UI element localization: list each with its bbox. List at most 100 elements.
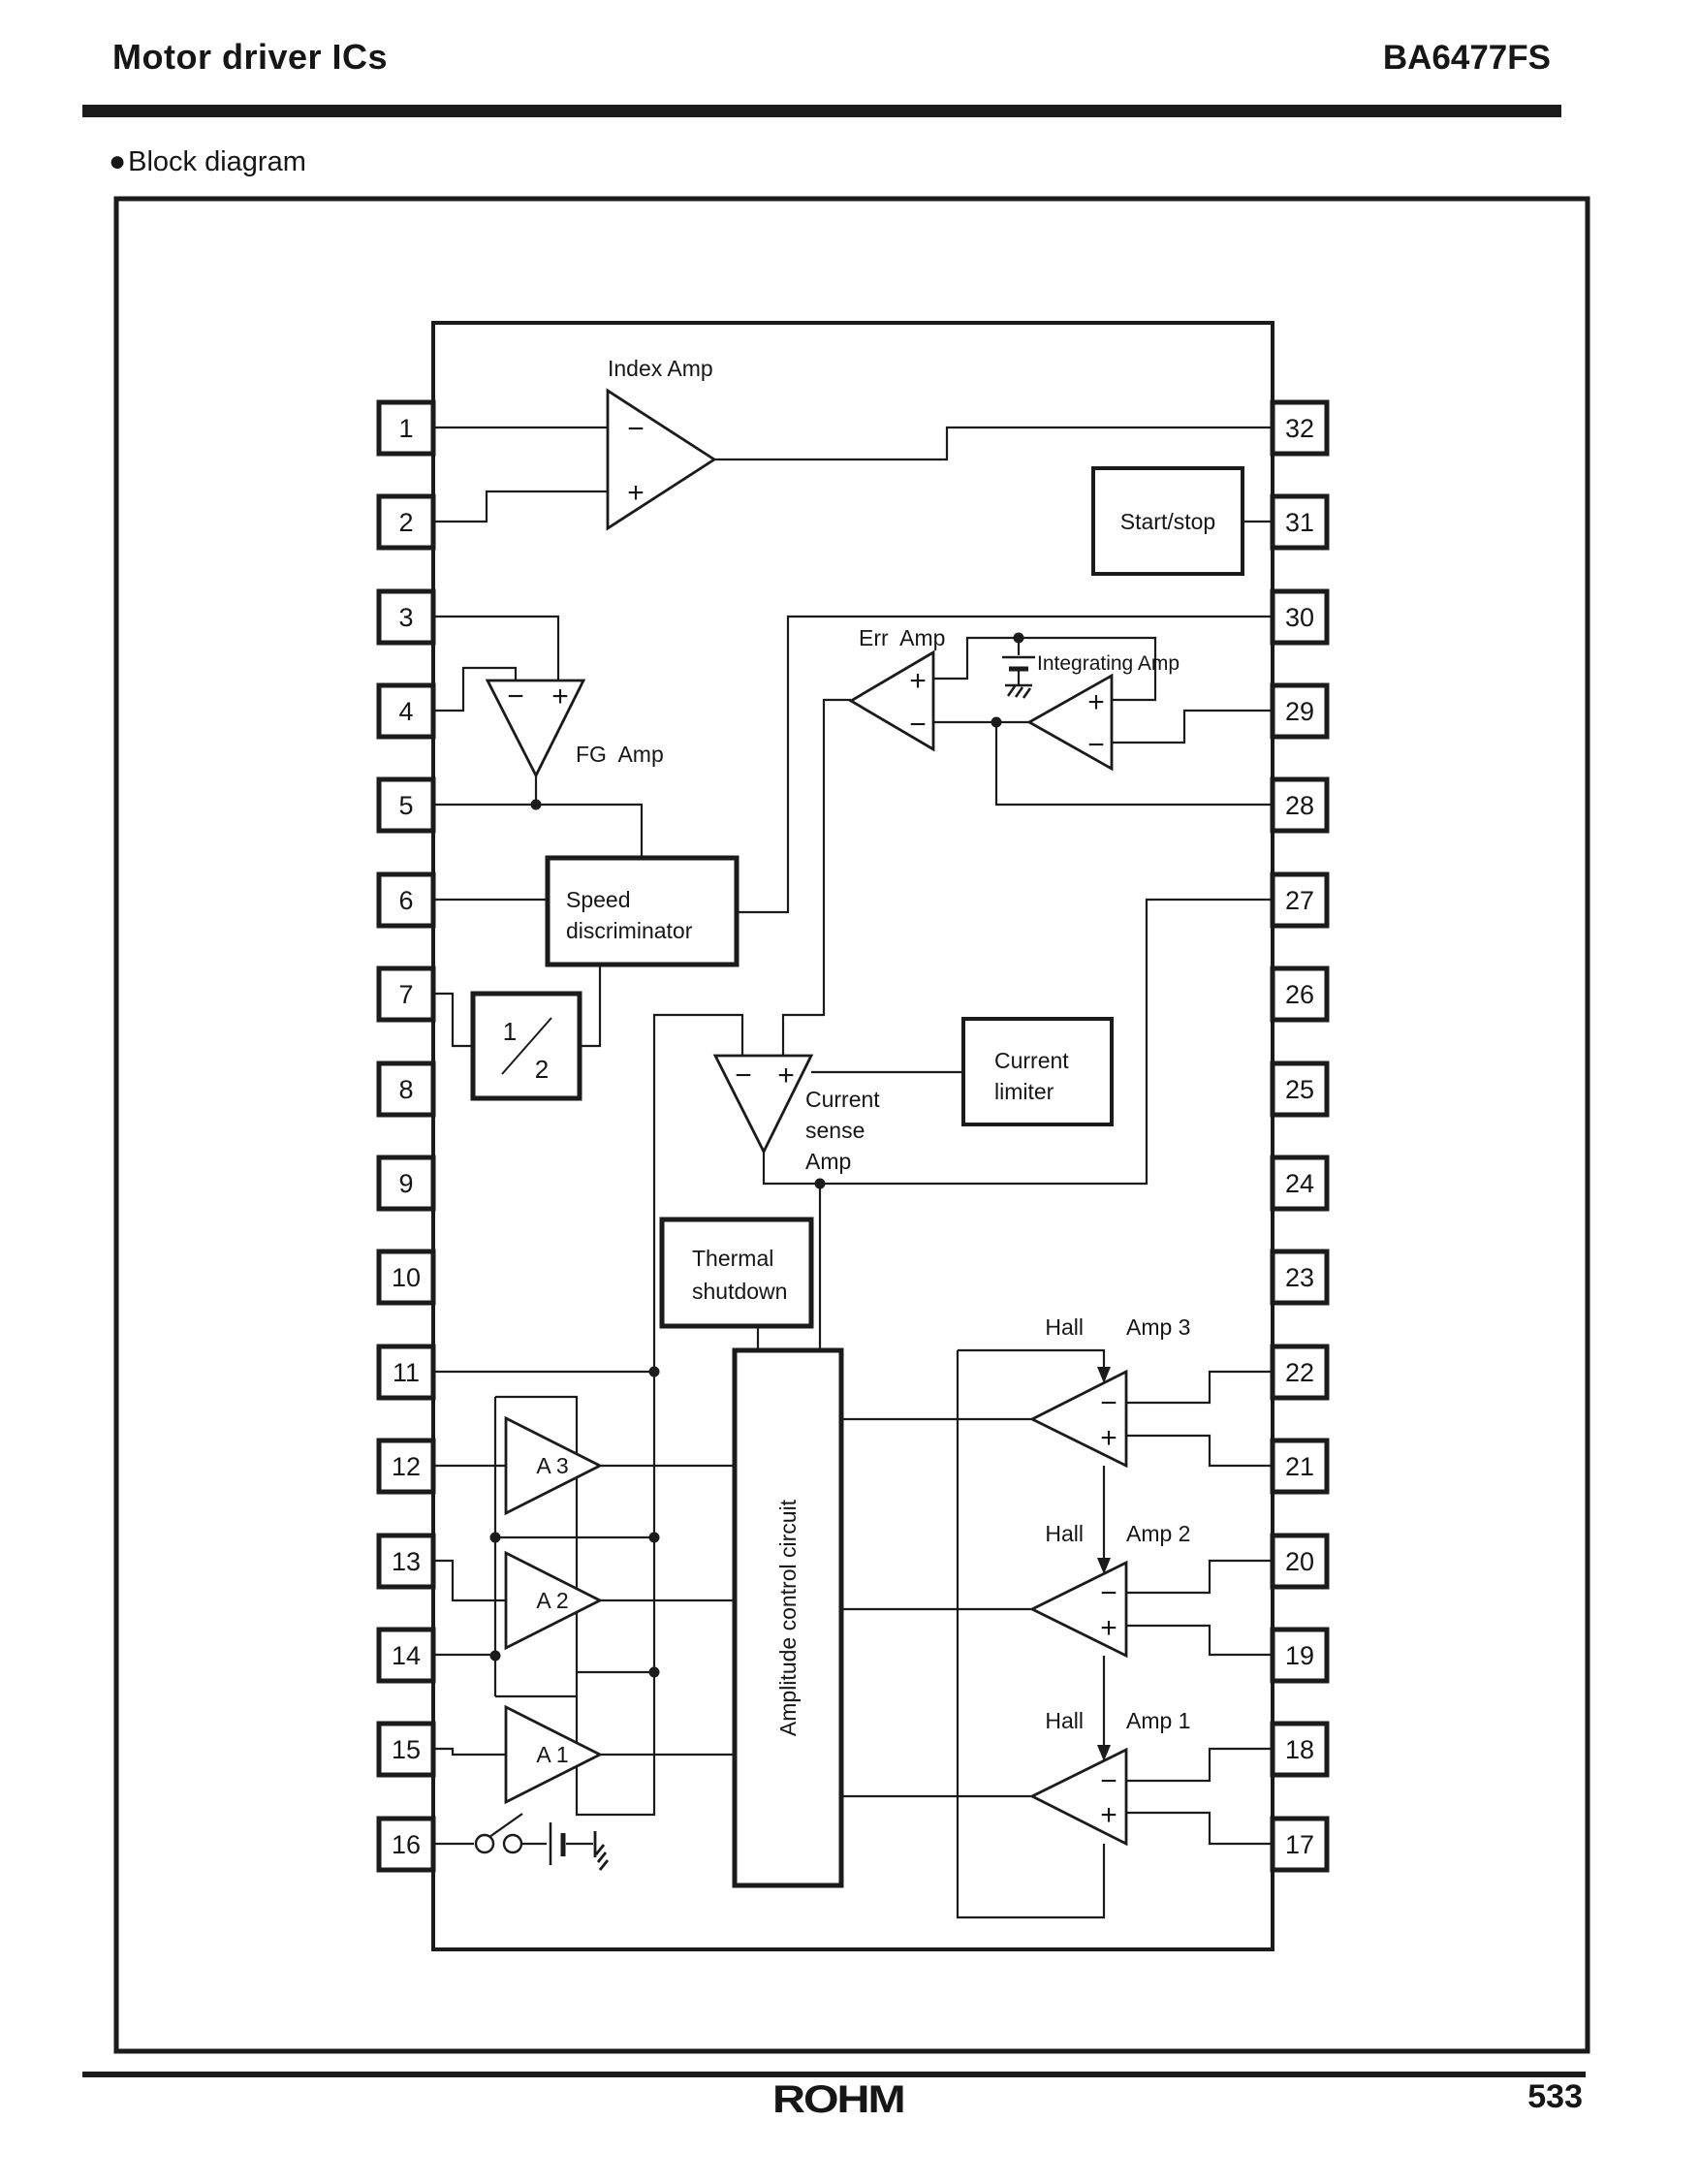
amp-labels: Index Amp FG Amp Err Amp Integrating Amp…	[536, 356, 1190, 1767]
wire	[1126, 1624, 1273, 1657]
index-amp-label: Index Amp	[608, 356, 713, 381]
wire	[1126, 1434, 1273, 1468]
svg-text:15: 15	[392, 1735, 421, 1764]
svg-text:10: 10	[392, 1263, 421, 1292]
svg-text:1: 1	[398, 414, 413, 443]
pin-box-23: 23	[1270, 1249, 1330, 1306]
pin-box-25: 25	[1270, 1060, 1330, 1118]
wires	[433, 426, 1273, 1919]
junction-dot	[648, 1366, 660, 1377]
plus-sign: +	[551, 681, 569, 712]
pin-box-17: 17	[1270, 1816, 1330, 1873]
integrating-amp-triangle	[1026, 673, 1114, 772]
svg-text:32: 32	[1285, 414, 1314, 443]
amplifiers	[485, 388, 1128, 1847]
minus-sign: −	[735, 1060, 752, 1092]
function-blocks: Start/stop Speed discriminator 1 2 Curre…	[470, 466, 1244, 1888]
pin-box-4: 4	[376, 682, 436, 740]
pins-left: 1 2 3 4 5 6 7 8 9 10 11 12 13 14 15 16	[376, 399, 436, 1873]
pin-box-8: 8	[376, 1060, 436, 1118]
pin-box-6: 6	[376, 871, 436, 929]
half-divider-denominator: 2	[535, 1055, 549, 1084]
thermal-shutdown-label: shutdown	[692, 1279, 787, 1304]
pin-box-28: 28	[1270, 776, 1330, 834]
minus-sign: −	[1100, 1577, 1117, 1609]
wire	[958, 1348, 1106, 1369]
wire	[433, 666, 518, 712]
start-stop-block	[1091, 466, 1244, 576]
part-number: BA6477FS	[1382, 39, 1551, 77]
divider-slash-icon	[501, 1017, 552, 1075]
plus-sign: +	[777, 1060, 795, 1092]
pin-box-15: 15	[376, 1721, 436, 1778]
current-sense-label: sense	[805, 1118, 865, 1143]
rohm-logo: ROHM	[772, 2076, 906, 2121]
page-title: Motor driver ICs	[112, 37, 389, 77]
svg-text:9: 9	[398, 1169, 413, 1198]
wire	[714, 426, 1273, 461]
hall-amp1-label: Amp 1	[1126, 1708, 1190, 1733]
integrating-amp-label: Integrating Amp	[1037, 652, 1180, 675]
pin-box-32: 32	[1270, 399, 1330, 457]
pin-box-29: 29	[1270, 682, 1330, 740]
svg-text:28: 28	[1285, 791, 1314, 820]
section-heading: ●Block diagram	[109, 145, 306, 178]
pin-box-24: 24	[1270, 1155, 1330, 1212]
pin-box-7: 7	[376, 965, 436, 1023]
wire	[433, 490, 608, 523]
pin-box-12: 12	[376, 1438, 436, 1495]
hall-amp3-label: Amp 3	[1126, 1314, 1190, 1340]
a3-amp-triangle	[504, 1415, 604, 1516]
junction-dot	[1013, 632, 1024, 644]
wire	[994, 722, 1273, 807]
current-limiter-label: Current	[994, 1048, 1069, 1073]
plus-sign: +	[909, 665, 927, 697]
a1-amp-label: A 1	[536, 1742, 568, 1767]
svg-text:17: 17	[1285, 1830, 1314, 1859]
hall-amp1-label: Hall	[1045, 1708, 1084, 1733]
plus-sign: +	[1100, 1422, 1117, 1454]
amp-input-signs: − + − + + − + − − + − + − + − +	[507, 413, 1117, 1831]
a1-amp-triangle	[504, 1704, 604, 1805]
wire	[1126, 1747, 1273, 1783]
hall-amp2-label: Amp 2	[1126, 1521, 1190, 1546]
wire	[495, 1395, 579, 1454]
svg-text:2: 2	[398, 508, 413, 537]
pin-box-31: 31	[1270, 493, 1330, 551]
wire	[433, 1559, 506, 1602]
svg-text:25: 25	[1285, 1075, 1314, 1104]
pin-box-3: 3	[376, 588, 436, 646]
pin-box-13: 13	[376, 1533, 436, 1590]
junction-dot	[814, 1178, 826, 1189]
ic-outline	[431, 321, 1274, 1951]
minus-sign: −	[1100, 1387, 1117, 1419]
switch-contact-icon	[474, 1833, 495, 1854]
a2-amp-label: A 2	[536, 1588, 568, 1613]
current-limiter-block	[961, 1017, 1114, 1126]
wire	[1112, 709, 1273, 744]
svg-text:24: 24	[1285, 1169, 1314, 1198]
thermal-shutdown-label: Thermal	[692, 1246, 773, 1271]
svg-text:21: 21	[1285, 1452, 1314, 1481]
half-divider-numerator: 1	[503, 1017, 517, 1046]
svg-text:23: 23	[1285, 1263, 1314, 1292]
svg-text:27: 27	[1285, 886, 1314, 915]
pin-box-16: 16	[376, 1816, 436, 1873]
a3-amp-label: A 3	[536, 1453, 568, 1478]
svg-text:26: 26	[1285, 980, 1314, 1009]
hall-amp3-label: Hall	[1045, 1314, 1084, 1340]
start-switch-network	[474, 1813, 610, 1871]
svg-text:14: 14	[392, 1641, 421, 1670]
svg-text:29: 29	[1285, 697, 1314, 726]
current-sense-label: Current	[805, 1087, 880, 1112]
pin-box-26: 26	[1270, 965, 1330, 1023]
svg-text:18: 18	[1285, 1735, 1314, 1764]
hall-bias-arrows	[1097, 1367, 1111, 1761]
plus-sign: +	[1087, 686, 1105, 718]
hall-amp2-label: Hall	[1045, 1521, 1084, 1546]
pin-box-20: 20	[1270, 1533, 1330, 1590]
pin-box-11: 11	[376, 1344, 436, 1401]
ground-icon	[593, 1831, 610, 1871]
